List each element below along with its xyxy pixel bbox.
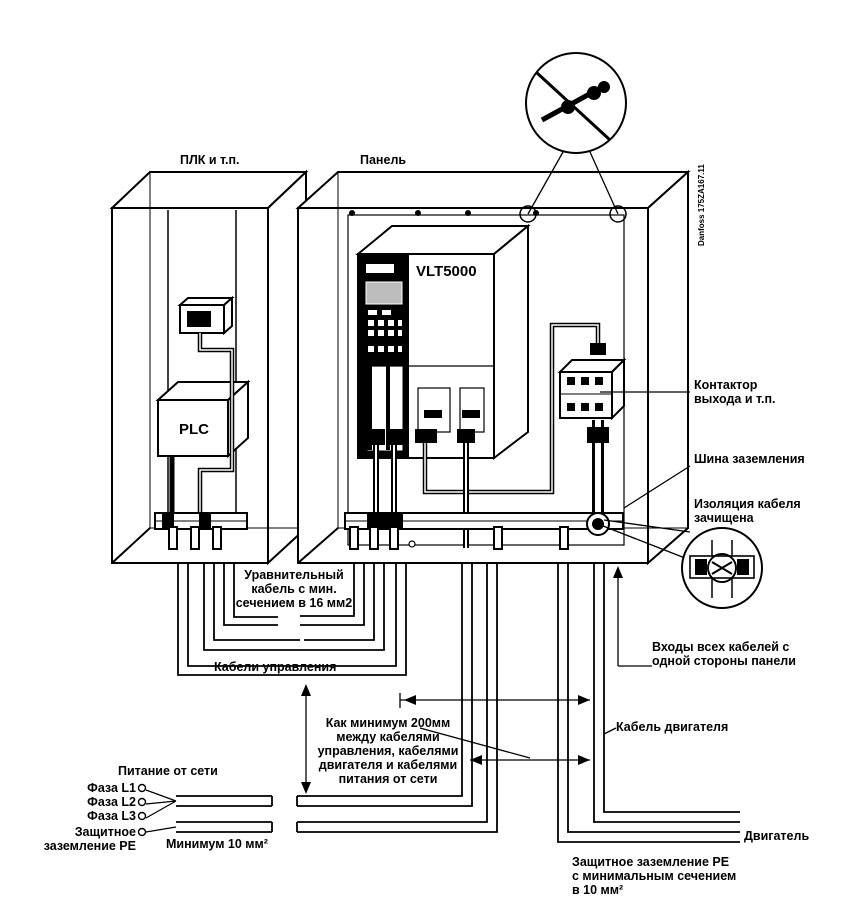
plc-display-module — [177, 295, 235, 336]
min-10-label: Минимум 10 мм² — [166, 837, 268, 851]
min-spacing-label: Как минимум 200мм между кабелями управле… — [317, 716, 459, 786]
earth-bar-label: Шина заземления — [694, 452, 805, 466]
zoom-detail-clamp — [681, 527, 763, 609]
pe-min-label: Защитное заземление PE с минимальным сеч… — [572, 855, 737, 897]
motor-label: Двигатель — [744, 829, 810, 843]
annotation-lines — [301, 391, 691, 794]
panel-earth-bar — [344, 512, 624, 550]
plc-unit: PLC — [155, 379, 251, 459]
control-cables-label: Кабели управления — [214, 660, 337, 674]
vlt-drive: VLT5000 — [355, 223, 531, 461]
motor-cable-label: Кабель двигателя — [616, 720, 729, 734]
panel-control-cables — [300, 563, 407, 676]
equalizing-cable-label: Уравнительный кабель с мин. сечением в 1… — [235, 568, 353, 610]
motor-cable — [557, 563, 740, 843]
cable-insulation-label: Изоляция кабеля зачищена — [694, 497, 801, 525]
plc-box-label: ПЛК и т.п. — [180, 153, 240, 167]
phase-l3-label: Фаза L3 — [87, 809, 136, 823]
plc-unit-label: PLC — [179, 421, 209, 438]
supply-lines — [137, 783, 298, 837]
drive-model-label: VLT5000 — [416, 263, 477, 280]
phase-l1-label: Фаза L1 — [87, 781, 136, 795]
panel-label: Панель — [360, 153, 407, 167]
output-contactor — [557, 343, 627, 421]
plc-enclosure — [109, 169, 309, 566]
output-contactor-label: Контактор выхода и т.п. — [694, 378, 776, 406]
cable-entries-label: Входы всех кабелей с одной стороны панел… — [652, 640, 796, 668]
phase-l2-label: Фаза L2 — [87, 795, 136, 809]
document-code: Danfoss 175ZA167.11 — [697, 164, 706, 246]
mains-cable — [297, 563, 498, 833]
protective-earth-label: Защитное заземление PE — [43, 825, 136, 853]
plc-control-cables — [177, 563, 304, 676]
zoom-detail-bolt — [519, 52, 627, 223]
mains-supply-label: Питание от сети — [118, 764, 218, 778]
plc-earth-bar — [154, 512, 248, 550]
